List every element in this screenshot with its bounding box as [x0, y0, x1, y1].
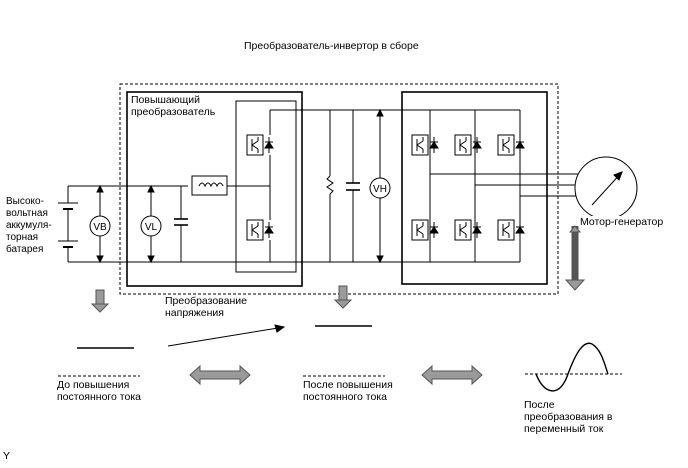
- after-inversion-label-line3: переменный ток: [524, 423, 604, 435]
- inverter-igbt-u-upper: [411, 134, 439, 156]
- vb-meter: [89, 215, 111, 237]
- boost-converter-label-line1: Повышающий: [131, 94, 201, 106]
- boost-converter-label-line2: преобразователь: [131, 106, 216, 118]
- down-arrow-battery: [91, 289, 109, 313]
- motor-generator-label: Мотор-генератор: [580, 216, 664, 229]
- inverter-igbt-w-lower: [497, 219, 525, 241]
- inverter-igbt-u-lower: [411, 219, 439, 241]
- battery-label-line3: аккумуля-: [6, 220, 52, 231]
- inverter-igbt-v-upper: [454, 134, 482, 156]
- before-boost-label-line2: постоянного тока: [57, 391, 141, 403]
- conversion-label-line1: Преобразование: [165, 295, 247, 307]
- boost-igbt-upper: [246, 134, 274, 156]
- boost-converter-box: [126, 91, 303, 287]
- inverter-igbt-v-lower: [454, 219, 482, 241]
- assembly-title: Преобразователь-инвертор в сборе: [244, 40, 419, 52]
- conversion-arrow: [167, 327, 279, 347]
- corner-mark: Y: [3, 450, 11, 462]
- boost-igbt-lower: [246, 219, 274, 241]
- ac-sine-wave: [535, 342, 609, 392]
- vl-meter: [140, 215, 162, 237]
- battery-label-line4: торная: [6, 232, 39, 243]
- after-inversion-label-line2: преобразования в: [524, 411, 613, 423]
- double-arrow-right: [421, 364, 483, 386]
- battery-label-line1: Высоко-: [6, 196, 44, 207]
- before-boost-label-line1: До повышения: [57, 379, 130, 391]
- motor-generator-symbol: [574, 156, 638, 220]
- battery-label-line5: батарея: [6, 244, 44, 255]
- battery-label-line2: вольтная: [6, 208, 48, 219]
- down-arrow-boosted: [334, 285, 352, 309]
- after-inversion-label-line1: После: [524, 399, 555, 411]
- double-arrow-left: [189, 364, 251, 386]
- battery-symbol: [58, 186, 78, 262]
- inverter-igbt-w-upper: [497, 134, 525, 156]
- vb-meter-label: VB: [93, 222, 107, 233]
- after-boost-label-line2: постоянного тока: [303, 391, 387, 403]
- down-arrow-motor: [564, 279, 586, 291]
- vh-meter-label: VH: [373, 184, 387, 195]
- after-boost-label-line1: После повышения: [303, 379, 393, 391]
- vh-meter: [369, 177, 391, 199]
- inverter-box: [401, 91, 548, 285]
- conversion-label-line2: напряжения: [165, 307, 224, 319]
- vl-meter-label: VL: [145, 222, 158, 233]
- inductor-symbol: [191, 175, 228, 196]
